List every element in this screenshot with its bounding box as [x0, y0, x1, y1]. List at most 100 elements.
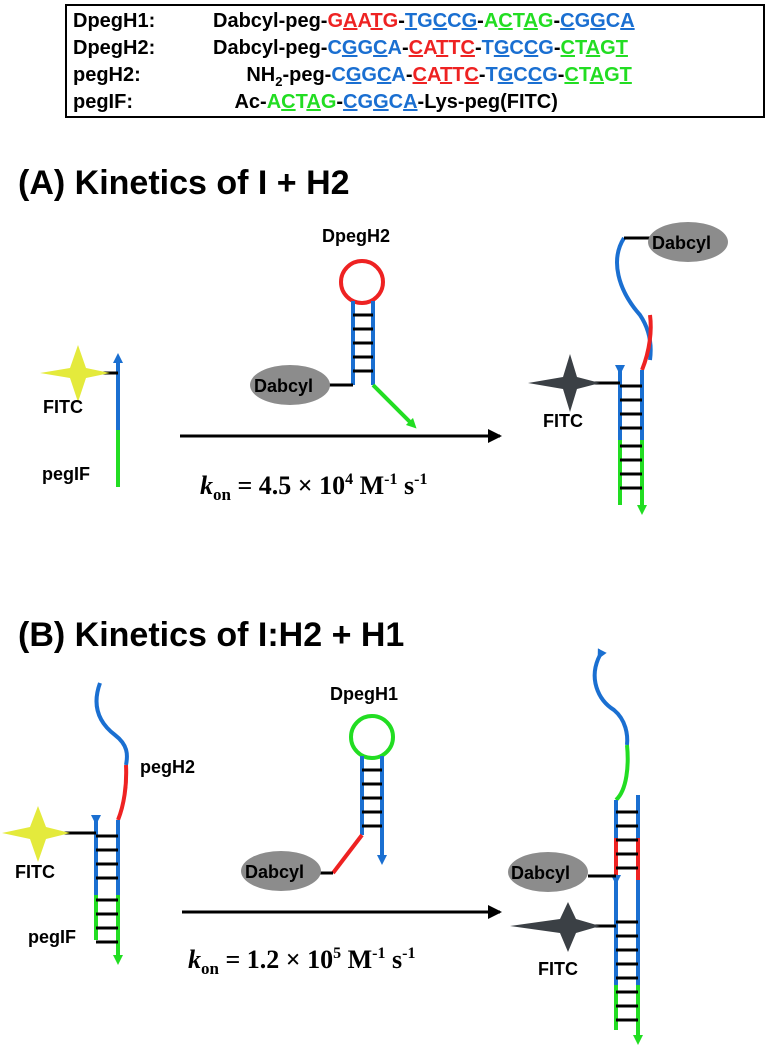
sequence-body: Ac-ACTAG-CGGCA-Lys-peg(FITC)	[213, 89, 558, 115]
sequence-segment: G	[345, 64, 362, 86]
sequence-segment: T	[578, 64, 590, 86]
sequence-segment: -	[336, 91, 344, 113]
panel-b-dabcyl-quencher	[241, 851, 321, 891]
sequence-segment: G	[600, 37, 616, 59]
sequence-segment: Ac-	[213, 91, 267, 113]
sequence-segment: G	[542, 64, 558, 86]
panel-b-pegh2-label: pegH2	[140, 757, 195, 777]
sequence-segment: T	[295, 91, 307, 113]
sequence-segment: C	[460, 37, 475, 59]
panel-b-fitc-star-icon	[2, 806, 70, 862]
sequence-segment: T	[439, 64, 453, 86]
sequence-segment: -peg-	[282, 64, 332, 86]
sequence-segment: T	[485, 64, 498, 86]
sequence-segment: -	[477, 10, 484, 32]
sequence-segment: G	[382, 10, 399, 32]
sequence-segment: A	[403, 91, 418, 113]
sequence-segment: G	[361, 64, 377, 86]
panel-b-product-fitc-label: FITC	[538, 959, 578, 979]
sequence-segment: C	[560, 37, 575, 59]
sequence-segment: A	[620, 10, 635, 32]
sequence-segment: G	[320, 91, 337, 113]
sequence-name: DpegH1:	[73, 10, 156, 32]
sequence-segment: C	[447, 10, 462, 32]
sequence-segment: 2	[275, 74, 283, 89]
sequence-segment: T	[512, 10, 524, 32]
panel-a-rate-constant: kon = 4.5 × 104 M-1 s-1	[200, 471, 427, 504]
sequence-segment: T	[404, 10, 418, 32]
sequence-segment: G	[357, 37, 374, 59]
sequence-segment: T	[370, 10, 383, 32]
panel-b-product-dabcyl-quencher	[508, 852, 588, 892]
sequence-segment: A	[589, 64, 605, 86]
sequence-segment: G	[590, 10, 606, 32]
sequence-segment: NH	[213, 64, 276, 86]
sequence-segment: C	[327, 37, 342, 59]
sequence-segment: -	[553, 10, 561, 32]
sequence-segment: C	[605, 10, 621, 32]
sequence-segment: A	[357, 10, 371, 32]
sequence-segment: Dabcyl-peg-	[213, 37, 328, 59]
panel-a-pegif-label: pegIF	[42, 464, 90, 484]
sequence-segment: C	[412, 64, 427, 86]
sequence-segment: C	[513, 64, 528, 86]
panel-b-pegif-label: pegIF	[28, 927, 76, 947]
sequence-segment: G	[604, 64, 620, 86]
sequence-segment: C	[373, 37, 388, 59]
sequence-segment: G	[537, 10, 554, 32]
sequence-segment: -	[401, 37, 409, 59]
panel-b-product-fitc-star-icon	[510, 902, 600, 952]
sequence-segment: C	[376, 64, 392, 86]
panel-b-ih2-duplex	[58, 682, 129, 965]
sequence-segment: T	[452, 64, 465, 86]
sequence-segment: G	[538, 37, 554, 59]
panel-a-product-fitc-label: FITC	[543, 411, 583, 431]
sequence-segment: C	[564, 64, 579, 86]
sequence-segment: C	[281, 91, 296, 113]
sequence-segment: A	[387, 37, 402, 59]
sequence-segment: G	[327, 10, 344, 32]
panel-b-title: (B) Kinetics of I:H2 + H1	[18, 616, 404, 654]
panel-b-product-duplex	[586, 648, 643, 1045]
sequence-segment: T	[436, 37, 449, 59]
sequence-segment: G	[357, 91, 374, 113]
sequence-segment: -	[478, 64, 486, 86]
panel-a-fitc-star-icon	[40, 345, 110, 402]
panel-a-hairpin-dpegh2	[326, 259, 417, 429]
panel-a-dabcyl-quencher	[250, 365, 330, 405]
sequence-segment: C	[523, 37, 539, 59]
panel-b-product-dabcyl-label: Dabcyl	[511, 863, 570, 883]
sequence-segment: -	[398, 10, 405, 32]
panel-a-fitc-label: FITC	[43, 397, 83, 417]
sequence-table: DpegH1:Dabcyl-peg-GAATG-TGCCG-ACTAG-CGGC…	[65, 4, 765, 118]
sequence-segment: C	[509, 37, 524, 59]
sequence-segment: T	[481, 37, 494, 59]
sequence-body: Dabcyl-peg-CGGCA-CATTC-TGCCG-CTAGT	[213, 35, 628, 61]
sequence-segment: Dabcyl-peg-	[213, 10, 328, 32]
sequence-segment: A	[423, 37, 437, 59]
sequence-segment: A	[523, 10, 538, 32]
sequence-body: Dabcyl-peg-GAATG-TGCCG-ACTAG-CGGCA	[213, 8, 635, 34]
sequence-segment: C	[464, 64, 479, 86]
sequence-segment: C	[560, 10, 575, 32]
sequence-segment: A	[391, 64, 406, 86]
sequence-segment: A	[266, 91, 282, 113]
sequence-segment: C	[388, 91, 404, 113]
sequence-name: pegH2:	[73, 64, 141, 86]
panel-b-fitc-label: FITC	[15, 862, 55, 882]
sequence-segment: C	[432, 10, 448, 32]
sequence-segment: A	[343, 10, 358, 32]
sequence-segment: -	[405, 64, 413, 86]
sequence-segment: -	[553, 37, 561, 59]
sequence-segment: C	[408, 37, 424, 59]
sequence-segment: G	[497, 64, 514, 86]
sequence-segment: G	[341, 37, 358, 59]
sequence-name: pegIF:	[73, 91, 133, 113]
sequence-segment: C	[498, 10, 513, 32]
sequence-segment: -Lys-peg(FITC)	[417, 91, 558, 113]
sequence-segment: G	[417, 10, 433, 32]
sequence-segment: T	[619, 64, 632, 86]
sequence-segment: G	[461, 10, 478, 32]
sequence-segment: A	[426, 64, 440, 86]
